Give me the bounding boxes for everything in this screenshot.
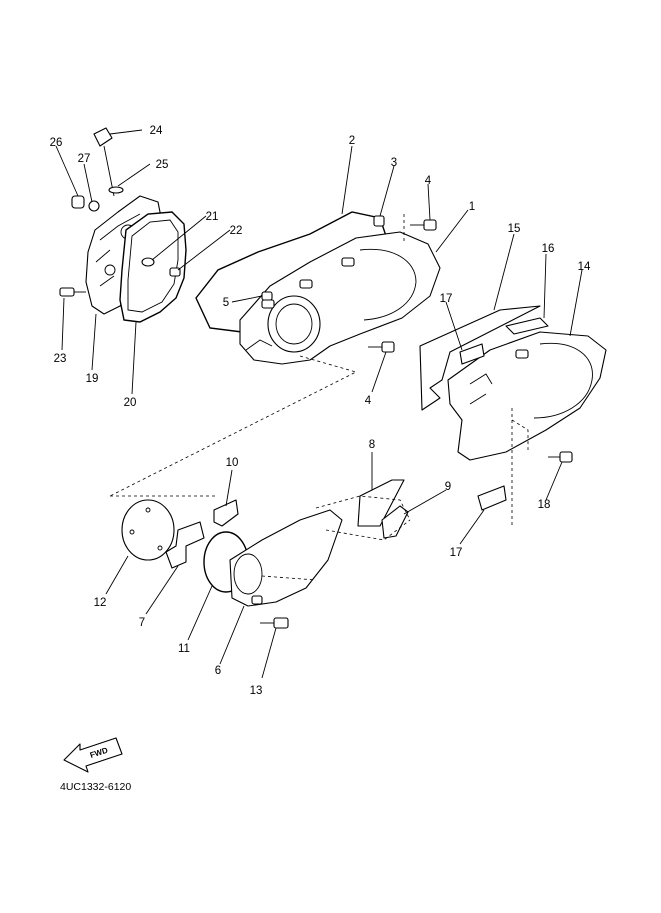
- callout-20: 20: [124, 397, 137, 409]
- part-24-dipstick: [93, 127, 115, 197]
- part-20-gasket: [119, 211, 187, 323]
- callout-6: 6: [215, 665, 221, 677]
- callout-21: 21: [206, 211, 219, 223]
- callout-15: 15: [508, 223, 521, 235]
- part-6-cover: [229, 509, 343, 607]
- callout-2: 2: [349, 135, 355, 147]
- callout-18: 18: [538, 499, 551, 511]
- callout-4-lower: 4: [365, 395, 372, 407]
- drawing-code: 4UC1332-6120: [60, 781, 131, 793]
- part-17-pad-upper: [459, 343, 485, 365]
- part-5-dowel: [261, 291, 273, 301]
- part-22-dowel: [169, 267, 181, 277]
- part-8-plate: [357, 479, 405, 527]
- callout-16: 16: [542, 243, 555, 255]
- part-4-bolt-lower: [368, 341, 395, 353]
- callout-26: 26: [50, 137, 63, 149]
- callout-24: 24: [150, 125, 163, 137]
- callout-9: 9: [445, 481, 451, 493]
- callout-7: 7: [139, 617, 145, 629]
- callout-3: 3: [391, 157, 397, 169]
- callout-10: 10: [226, 457, 239, 469]
- callout-8: 8: [369, 439, 375, 451]
- callout-4-upper: 4: [425, 175, 432, 187]
- part-17-pad-lower: [477, 485, 507, 511]
- part-12-cap: [121, 499, 175, 561]
- part-25-oring: [108, 186, 124, 194]
- part-23-bolt: [59, 287, 86, 297]
- callout-23: 23: [54, 353, 67, 365]
- part-7-seal: [165, 521, 205, 569]
- part-9-plate: [381, 505, 409, 539]
- part-18-bolt: [548, 451, 573, 463]
- leader-lines: [55, 129, 583, 679]
- callout-25: 25: [156, 159, 169, 171]
- part-15-seal: [419, 305, 541, 411]
- callout-12: 12: [94, 597, 107, 609]
- callout-17-upper: 17: [440, 293, 453, 305]
- fwd-arrow-icon: FWD: [63, 737, 123, 773]
- part-1-crankcase-cover: [239, 231, 441, 365]
- callout-5: 5: [223, 297, 229, 309]
- part-10-pad: [213, 499, 239, 527]
- callout-27: 27: [78, 153, 91, 165]
- part-13-bolt: [260, 617, 289, 629]
- part-26-plug: [71, 195, 85, 209]
- callout-14: 14: [578, 261, 591, 273]
- part-14-cover: [447, 331, 607, 461]
- callout-11: 11: [178, 643, 190, 655]
- callout-1: 1: [469, 201, 475, 213]
- part-16-seal: [505, 317, 549, 335]
- part-21-bushing: [141, 257, 155, 267]
- part-4-bolt-upper: [410, 219, 437, 231]
- callout-19: 19: [86, 373, 99, 385]
- callout-17-lower: 17: [450, 547, 463, 559]
- part-3-dowel: [373, 215, 385, 227]
- callout-22: 22: [230, 225, 243, 237]
- callout-13: 13: [250, 685, 263, 697]
- part-27-oring: [88, 200, 100, 212]
